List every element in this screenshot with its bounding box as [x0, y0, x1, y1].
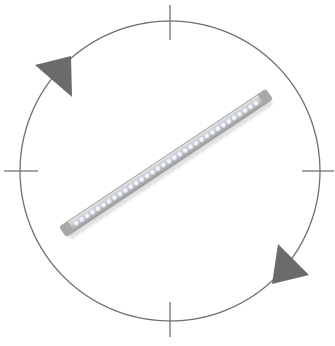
rotation-arrow-icon — [35, 56, 72, 97]
rotation-arrow-icon — [272, 244, 309, 284]
led-light-bar — [60, 89, 276, 241]
